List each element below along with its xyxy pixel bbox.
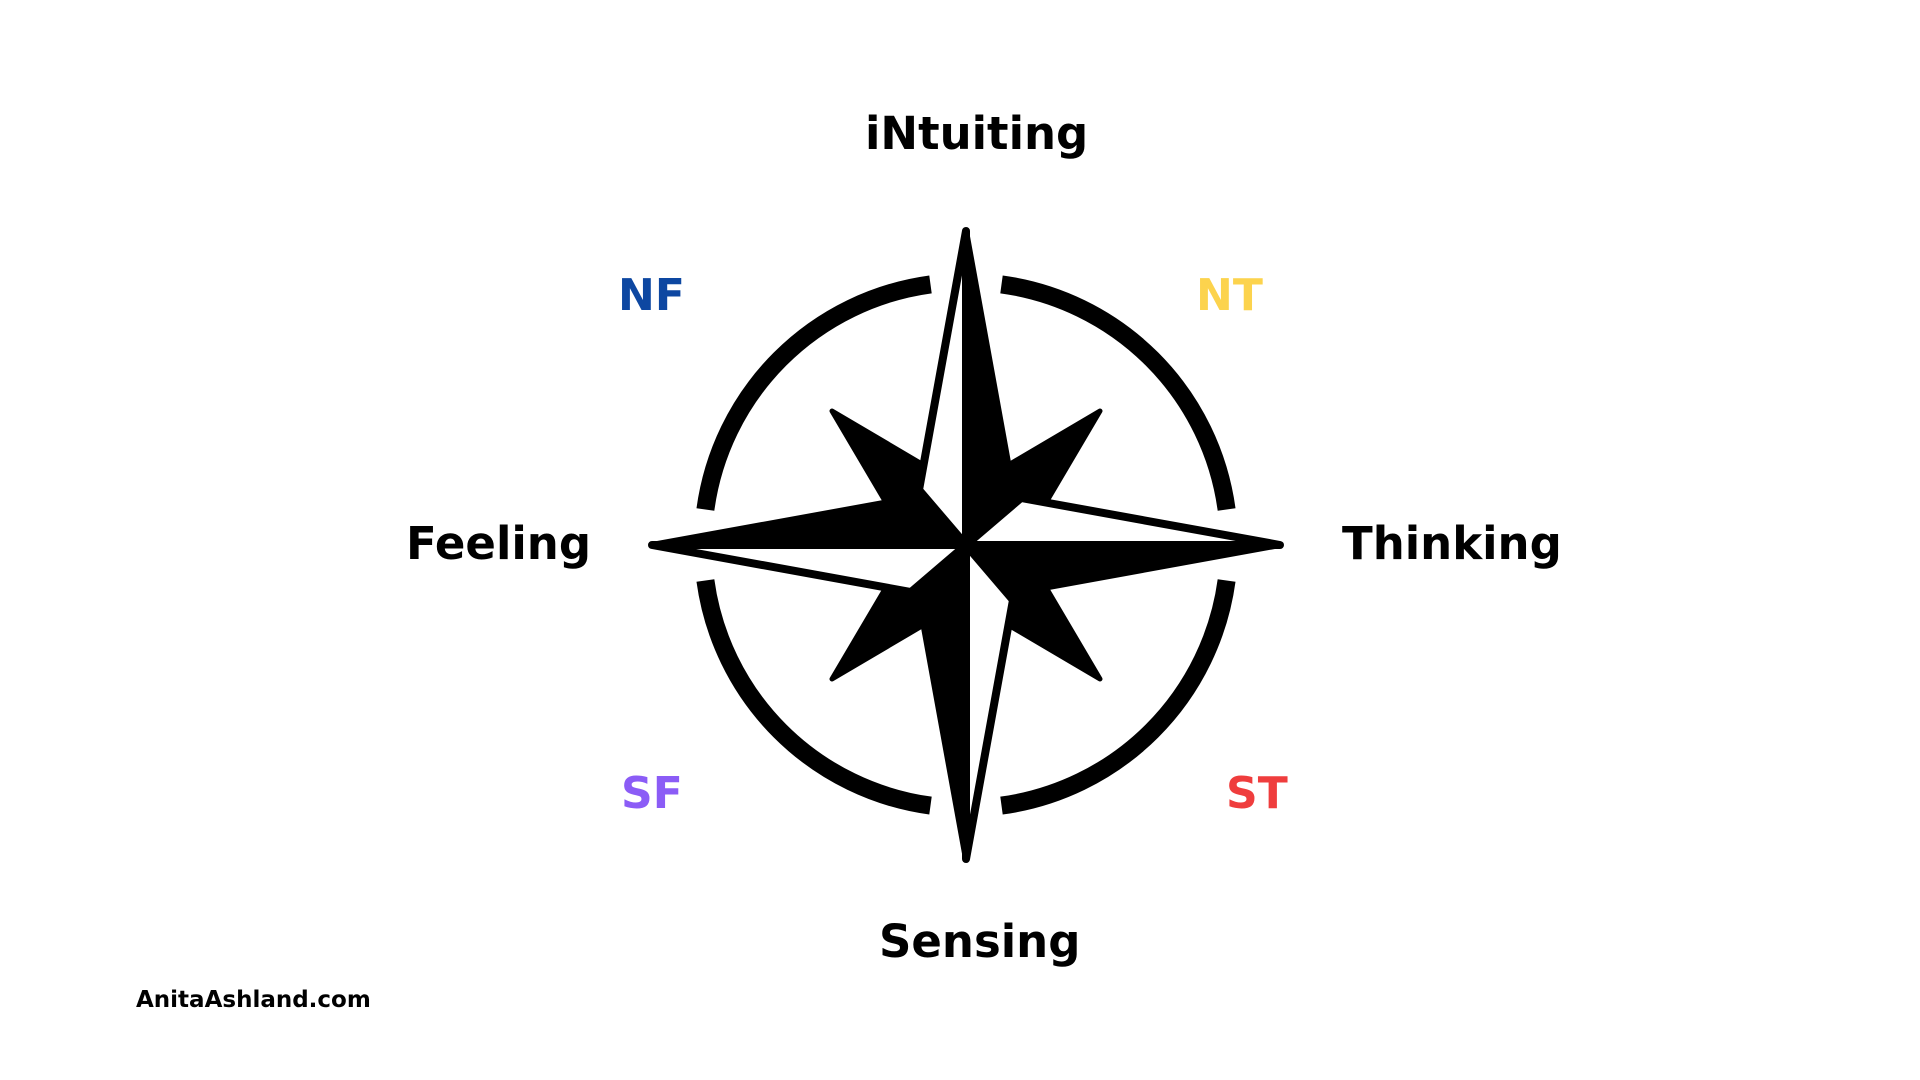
compass-point-west-light (648, 541, 970, 596)
compass-ring-arc-se (1000, 579, 1236, 815)
quadrant-label-nt: NT (1196, 270, 1263, 321)
compass-point-south-light (962, 541, 1017, 863)
axis-label-east: Thinking (1342, 517, 1562, 570)
compass-ring-arc-ne (1000, 275, 1236, 511)
compass-ring-arc-nw (696, 275, 932, 511)
axis-label-north: iNtuiting (865, 107, 1089, 160)
compass-ring-arc-sw (696, 579, 932, 815)
compass-point-north-light (915, 227, 970, 549)
quadrant-label-nf: NF (618, 270, 685, 321)
quadrant-label-sf: SF (621, 768, 683, 819)
compass-point-east-light (962, 494, 1284, 549)
site-credit: AnitaAshland.com (136, 987, 371, 1013)
axis-label-south: Sensing (879, 915, 1081, 968)
quadrant-label-st: ST (1226, 768, 1288, 819)
axis-label-west: Feeling (406, 517, 592, 570)
